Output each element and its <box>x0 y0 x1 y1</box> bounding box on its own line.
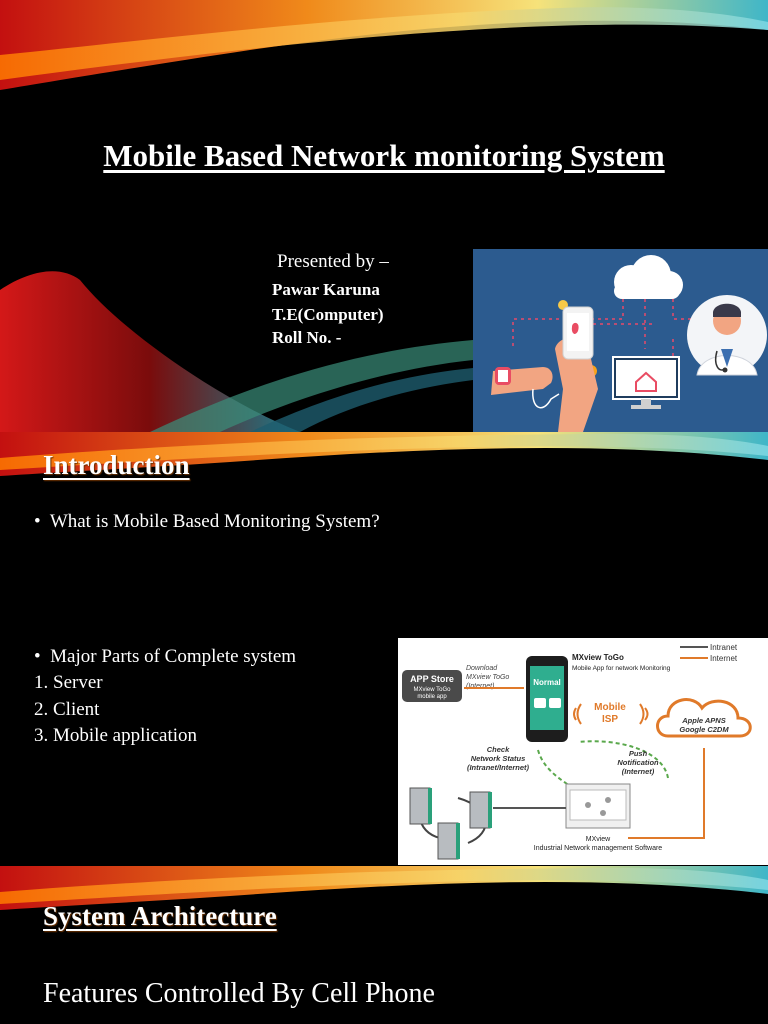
introduction-heading: Introduction <box>43 450 190 480</box>
network-switch-icon <box>409 787 492 860</box>
system-architecture-heading: System Architecture <box>43 901 277 931</box>
list-item-mobile-app: 3. Mobile application <box>34 725 198 746</box>
presented-by-label: Presented by – <box>277 251 389 272</box>
download-label-1: Download <box>466 665 498 672</box>
mxview-label: MXview <box>586 836 611 843</box>
push-label-1: Push <box>629 749 648 758</box>
list-item-client: 2. Client <box>34 699 100 720</box>
bullet-major-parts: • Major Parts of Complete system <box>34 646 297 667</box>
slide-system-architecture <box>0 866 768 1024</box>
slide-title-text: Mobile Based Network monitoring System <box>103 138 665 173</box>
legend-internet-label: Internet <box>710 654 738 663</box>
download-label-2: MXview ToGo <box>466 674 509 681</box>
app-store-box <box>402 670 462 702</box>
phone-status-text: Normal <box>533 678 561 687</box>
mobile-isp-label-1: Mobile <box>594 702 626 713</box>
bullet-what-is-text: What is Mobile Based Monitoring System? <box>49 511 380 532</box>
app-title: MXview ToGo <box>572 653 624 662</box>
presenter-name: Pawar Karuna <box>272 280 380 299</box>
presenter-class: T.E(Computer) <box>272 305 384 324</box>
push-label-3: (Internet) <box>622 767 655 776</box>
app-store-sub2: mobile app <box>417 694 447 700</box>
check-label-2: Network Status <box>471 754 526 763</box>
network-monitoring-illustration <box>473 249 768 432</box>
cloud-icon <box>656 698 752 738</box>
download-label-3: (Internet) <box>466 683 494 690</box>
bullet-major-parts-text: Major Parts of Complete system <box>50 646 297 667</box>
push-label-2: Notification <box>617 758 659 767</box>
presenter-roll: Roll No. - <box>272 328 342 347</box>
cloud-label-2: Google C2DM <box>679 725 729 734</box>
slide-title: Mobile Based Network monitoring System P… <box>0 0 768 432</box>
features-text: Features Controlled By Cell Phone <box>43 978 435 1009</box>
legend-intranet-label: Intranet <box>710 643 738 652</box>
app-subtitle: Mobile App for network Monitoring <box>572 665 671 672</box>
slide-background-decoration <box>0 866 768 910</box>
list-item-server: 1. Server <box>34 672 103 693</box>
check-label-3: (Intranet/Internet) <box>467 763 530 772</box>
slide-background-decoration <box>0 432 768 476</box>
app-store-label: APP Store <box>410 674 454 684</box>
mobile-isp-label-2: ISP <box>602 714 618 725</box>
bullet-what-is: • What is Mobile Based Monitoring System… <box>34 511 380 532</box>
app-store-sub1: MXview ToGo <box>414 687 452 693</box>
mxview-system-diagram: Intranet Internet APP Store MXview ToGo … <box>398 638 768 865</box>
check-label-1: Check <box>487 745 510 754</box>
mxview-subtitle: Industrial Network management Software <box>534 845 662 852</box>
slide-background-decoration <box>0 0 768 432</box>
cloud-label-1: Apple APNS <box>681 716 725 725</box>
